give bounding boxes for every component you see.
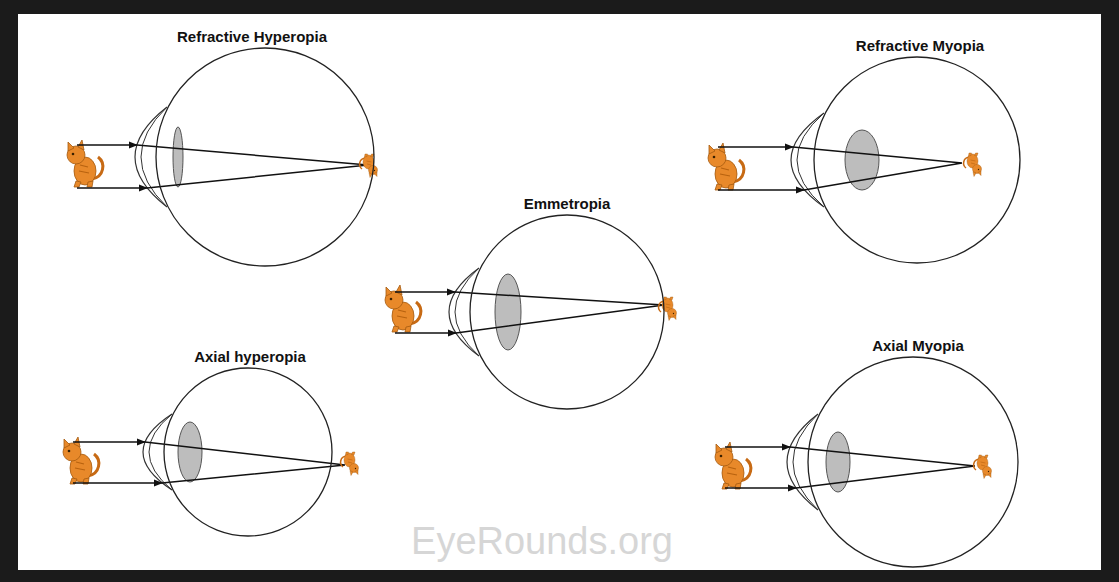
image-cat [341, 452, 359, 476]
light-ray [77, 187, 147, 189]
eye-title: Axial Myopia [872, 337, 964, 354]
globe-outline [164, 368, 332, 536]
image-cat [974, 455, 992, 479]
light-ray [793, 147, 962, 190]
eye-globe [469, 214, 665, 410]
eye-globe [807, 356, 1019, 568]
light-ray [455, 292, 664, 333]
lens [178, 422, 202, 482]
object-cat [67, 140, 103, 187]
object-cat [63, 437, 99, 484]
eye-title: Refractive Hyperopia [177, 28, 327, 45]
eye-refractive-myopia [708, 113, 982, 207]
eye-refractive-hyperopia [67, 107, 378, 207]
eye-node: Axial hyperopia [163, 367, 333, 537]
eye-node: Axial Myopia [807, 356, 1019, 568]
lens [173, 127, 183, 187]
eye-globe [813, 56, 1021, 264]
image-cat [964, 153, 982, 177]
object-cat [715, 442, 751, 489]
lens [495, 274, 521, 350]
globe-outline [470, 215, 664, 409]
white-panel [18, 14, 1101, 570]
light-ray [718, 189, 804, 191]
image-cat [360, 154, 378, 178]
light-ray [145, 442, 345, 483]
light-ray [725, 446, 790, 448]
eye-globe [163, 367, 333, 537]
eye-globe [155, 47, 375, 267]
light-ray [718, 146, 793, 148]
eye-title: Emmetropia [524, 195, 611, 212]
globe-outline [814, 57, 1020, 263]
light-ray [77, 144, 137, 146]
eye-node: Refractive Hyperopia [155, 47, 375, 267]
globe-outline [156, 48, 374, 266]
light-ray [73, 482, 162, 484]
eye-axial-hyperopia [63, 414, 359, 490]
light-ray [725, 487, 796, 489]
light-ray [395, 291, 455, 293]
globe-outline [808, 357, 1018, 567]
light-ray [137, 145, 368, 188]
cornea [141, 107, 167, 207]
eye-axial-myopia [715, 414, 992, 510]
watermark: EyeRounds.org [411, 520, 673, 562]
light-ray [73, 441, 145, 443]
eye-node: Refractive Myopia [813, 56, 1021, 264]
eye-node: Emmetropia [469, 214, 665, 410]
object-cat [708, 143, 744, 190]
light-ray [395, 332, 456, 334]
image-cat [659, 297, 677, 321]
cornea [793, 414, 818, 510]
lens [845, 130, 879, 190]
eye-title: Axial hyperopia [194, 348, 306, 365]
eye-emmetropia [385, 268, 677, 356]
light-ray [790, 447, 975, 488]
eye-title: Refractive Myopia [856, 37, 984, 54]
